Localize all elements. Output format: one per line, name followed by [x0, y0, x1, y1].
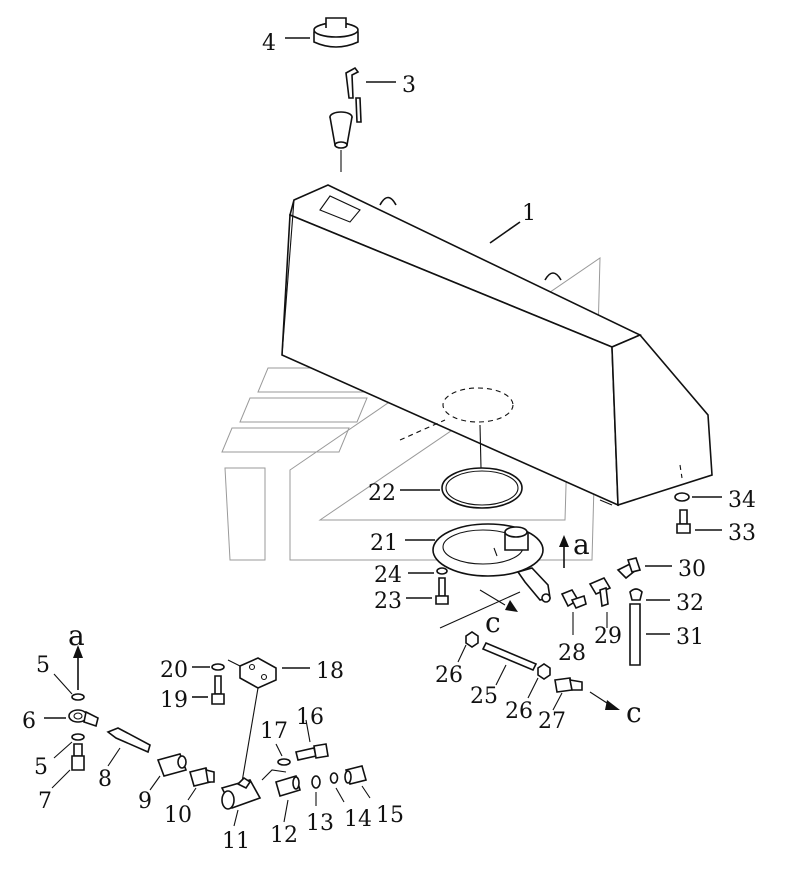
label-part-30: 30: [678, 557, 706, 582]
label-part-20: 20: [160, 658, 188, 683]
connector-27: [554, 677, 583, 693]
eye-joint-6: [68, 709, 99, 728]
washer-5-upper: [71, 693, 85, 701]
label-part-17: 17: [260, 719, 288, 744]
label-part-1: 1: [522, 201, 536, 226]
label-part-11: 11: [222, 829, 250, 854]
label-part-4: 4: [262, 31, 276, 56]
suction-flange: [432, 523, 551, 603]
washer-20: [211, 663, 225, 671]
bracket-18: [227, 657, 277, 689]
label-part-28: 28: [558, 641, 586, 666]
washer-5-lower: [71, 733, 85, 741]
label-part-29: 29: [594, 624, 622, 649]
filler-cap: [313, 17, 359, 48]
label-part-34: 34: [728, 488, 756, 513]
elbow-30: [616, 557, 642, 580]
ref-c-mid: c: [485, 606, 501, 639]
ring-14: [329, 772, 339, 784]
ref-a-top: a: [573, 528, 590, 561]
label-part-22: 22: [368, 481, 396, 506]
ref-a-left: a: [68, 619, 85, 652]
washer-24: [436, 567, 448, 575]
fitting-12: [275, 775, 301, 797]
fitting-29: [588, 576, 612, 608]
label-part-24: 24: [374, 563, 402, 588]
hose-31: [629, 603, 641, 666]
washer-34: [674, 492, 690, 502]
label-part-14: 14: [344, 807, 372, 832]
label-part-12: 12: [270, 823, 298, 848]
elbow-28: [560, 589, 587, 610]
plug-15: [344, 765, 367, 785]
hose-8: [106, 727, 151, 754]
label-part-9: 9: [138, 789, 152, 814]
fuel-tank: [281, 184, 713, 507]
label-part-6: 6: [22, 709, 36, 734]
adapter-10: [189, 767, 215, 787]
nut-26b: [537, 663, 551, 680]
label-part-19: 19: [160, 688, 188, 713]
label-part-18: 18: [316, 659, 344, 684]
nut-26a: [465, 631, 479, 648]
filler-strainer: [329, 111, 353, 172]
bolt-7: [71, 743, 85, 771]
label-part-21: 21: [370, 531, 398, 556]
tube-25: [481, 641, 538, 672]
label-part-5b: 5: [34, 755, 48, 780]
ref-c-right: c: [626, 696, 642, 729]
o-ring: [441, 467, 523, 509]
label-part-33: 33: [728, 521, 756, 546]
label-part-13: 13: [306, 811, 334, 836]
bolt-33: [676, 509, 691, 534]
bolt-23: [435, 577, 449, 605]
pin-parts: [345, 66, 362, 123]
label-part-27: 27: [538, 709, 566, 734]
label-part-8: 8: [98, 767, 112, 792]
label-part-7: 7: [38, 789, 52, 814]
label-part-23: 23: [374, 589, 402, 614]
label-part-5a: 5: [36, 653, 50, 678]
clamp-32: [629, 588, 643, 601]
label-part-15: 15: [376, 803, 404, 828]
label-part-31: 31: [676, 625, 704, 650]
bolt-16: [295, 743, 329, 761]
label-part-3: 3: [402, 73, 416, 98]
bolt-19: [211, 675, 225, 705]
washer-17: [277, 758, 291, 766]
label-part-10: 10: [164, 803, 192, 828]
label-part-16: 16: [296, 705, 324, 730]
label-part-25: 25: [470, 684, 498, 709]
label-part-32: 32: [676, 591, 704, 616]
valve-11: [220, 687, 262, 810]
label-part-26b: 26: [505, 699, 533, 724]
ring-13: [311, 775, 321, 789]
label-part-26a: 26: [435, 663, 463, 688]
fitting-9: [156, 753, 188, 777]
